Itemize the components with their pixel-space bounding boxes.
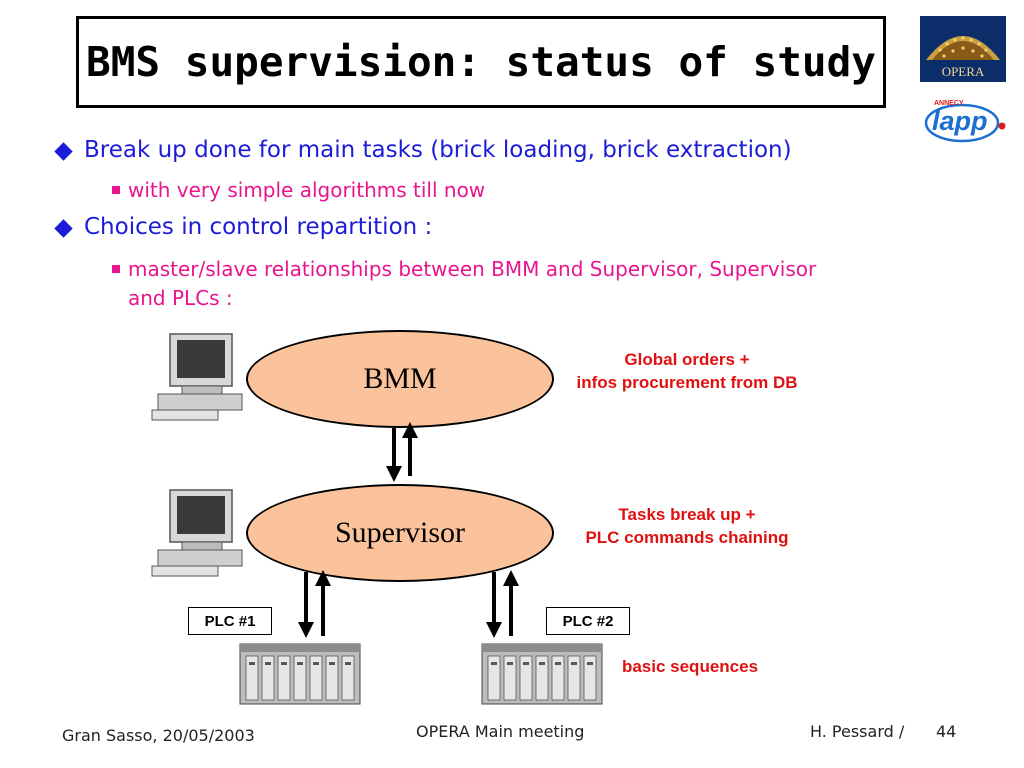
lapp-text: lapp xyxy=(932,106,988,136)
computer-icon xyxy=(150,330,246,424)
bullet-1: Break up done for main tasks (brick load… xyxy=(84,137,792,163)
computer-icon xyxy=(150,486,246,580)
lapp-annecy-text: ANNECY xyxy=(934,100,964,107)
square-bullet-icon xyxy=(112,265,120,273)
note-supervisor-line2: PLC commands chaining xyxy=(585,528,789,547)
bullet-1-sub: with very simple algorithms till now xyxy=(128,178,486,202)
square-bullet-icon xyxy=(112,186,120,194)
note-bmm: Global orders + infos procurement from D… xyxy=(550,348,824,394)
note-supervisor-line1: Tasks break up + xyxy=(618,505,756,524)
page-number: 44 xyxy=(936,722,957,741)
note-plc: basic sequences xyxy=(621,657,759,676)
note-supervisor: Tasks break up + PLC commands chaining xyxy=(550,503,824,549)
opera-logo-text: OPERA xyxy=(941,64,985,79)
opera-logo: OPERA xyxy=(920,16,1006,82)
title-box: BMS supervision: status of study xyxy=(76,16,886,108)
plc-rack-icon xyxy=(480,640,604,706)
bullet-2-sub-line1: master/slave relationships between BMM a… xyxy=(128,257,817,281)
footer-left: Gran Sasso, 20/05/2003 xyxy=(62,726,255,745)
slide-title: BMS supervision: status of study xyxy=(86,38,876,86)
plc-rack-icon xyxy=(238,640,362,706)
footer-right: H. Pessard / xyxy=(810,722,905,741)
plc-1-label: PLC #1 xyxy=(188,607,272,635)
note-bmm-line2: infos procurement from DB xyxy=(576,373,798,392)
lapp-logo: ANNECY lapp xyxy=(922,96,1008,144)
plc-2-label: PLC #2 xyxy=(546,607,630,635)
bullet-2: Choices in control repartition : xyxy=(84,214,433,240)
footer-center: OPERA Main meeting xyxy=(416,722,585,741)
supervisor-node: Supervisor xyxy=(246,484,554,582)
note-bmm-line1: Global orders + xyxy=(624,350,750,369)
bullet-2-sub-line2: and PLCs : xyxy=(128,286,233,310)
bmm-node: BMM xyxy=(246,330,554,428)
